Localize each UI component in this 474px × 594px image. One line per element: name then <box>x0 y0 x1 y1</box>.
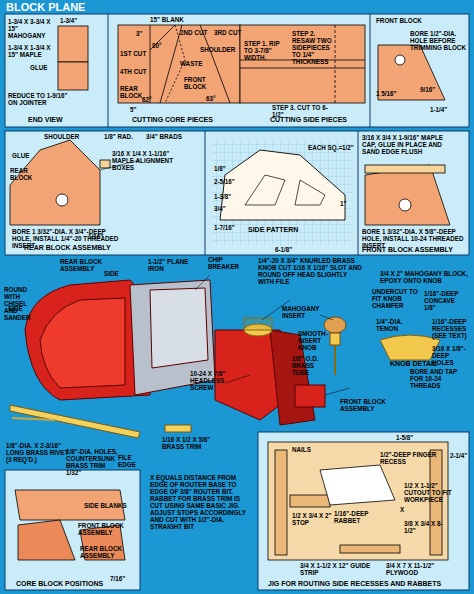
part-label: STEP 3. CUT TO 6-1/2" <box>272 104 330 118</box>
part-label: X EQUALS DISTANCE FROM EDGE OF ROUTER BA… <box>150 474 252 530</box>
part-label: 2ND CUT <box>180 29 212 36</box>
part-label: FRONT BLOCK ASSEMBLY <box>78 522 128 536</box>
panel-caption: SIDE PATTERN <box>248 226 308 234</box>
title: BLOCK PLANE <box>6 1 85 13</box>
part-label: FILE EDGE <box>118 454 146 468</box>
panel-caption: JIG FOR ROUTING SIDE RECESSES AND RABBET… <box>268 580 468 588</box>
part-label: SHOULDER <box>200 46 240 53</box>
part-label: CHIP BREAKER <box>208 256 246 270</box>
part-label: SHOULDER <box>44 133 86 140</box>
part-label: 1/8" <box>424 304 438 311</box>
part-label: 1/2 X 1-1/2" CUTOUT TO FIT WORKPIECE <box>404 482 454 503</box>
part-label: 1-3/4" <box>60 17 90 24</box>
panel-caption: REAR BLOCK ASSEMBLY <box>24 244 124 252</box>
part-label: BRASS TRIM 1/32" <box>66 462 110 476</box>
part-label: 3" <box>136 30 150 37</box>
part-label: SMOOTH-INSERT KNOB <box>298 330 330 351</box>
part-label: 7/16" <box>110 575 132 582</box>
part-label: 1/4"-DIA. TENON <box>376 318 416 332</box>
part-label: 1/2"-DEEP FINGER RECESS <box>380 451 440 465</box>
part-label: 2-1/4" <box>450 452 468 459</box>
part-label: 1/8" RAD. <box>104 133 138 140</box>
part-label: SIDE <box>8 305 28 312</box>
part-label: 1/2 X 3/4 X 2" STOP <box>292 512 342 526</box>
part-label: X <box>400 506 410 513</box>
panel-caption: END VIEW <box>28 116 88 124</box>
part-label: FRONT BLOCK <box>376 17 436 24</box>
part-label: ROUND WITH CHISEL AND SANDER <box>4 286 38 321</box>
part-label: FRONT BLOCK ASSEMBLY <box>340 398 400 412</box>
part-label: MAHOGANY INSERT <box>282 305 324 319</box>
panel-caption: KNOB DETAIL <box>390 360 440 368</box>
part-label: 1/8" <box>214 165 228 172</box>
part-label: 1-1/4" <box>430 106 454 113</box>
part-label: 1/16"-DEEP RABBET <box>334 510 370 524</box>
part-label: 1-3/4 X 1-3/4 X 15" MAPLE <box>8 44 56 58</box>
part-label: NAILS <box>292 446 314 453</box>
part-label: REAR BLOCK ASSEMBLY <box>80 545 130 559</box>
part-label: BORE 1/2"-DIA. HOLE BEFORE TRIMMING BLOC… <box>410 30 468 51</box>
part-label: STEP 2. RESAW TWO SIDEPIECES TO 1/4" THI… <box>292 30 336 65</box>
part-label: BORE AND TAP FOR 10-24 THREADS <box>410 368 470 389</box>
part-label: 90° <box>152 42 170 49</box>
part-label: 3/4 X 7 X 11-1/2" PLYWOOD <box>386 562 464 576</box>
part-label: 6-1/8" <box>275 246 305 253</box>
part-label: 1/8"-DIA. HOLES, COUNTERSUNK <box>66 448 126 462</box>
part-label: 3/16 X 1/4 X 1-1/16" MAPLE ALIGNMENT BOX… <box>112 150 188 171</box>
part-label: 3/8 X 3/4 X 8-1/2" <box>404 520 448 534</box>
part-label: REAR BLOCK <box>10 167 36 181</box>
part-label: 1" <box>340 200 352 207</box>
part-label: SIDE <box>104 270 124 277</box>
part-label: 15" BLANK <box>150 16 200 23</box>
part-label: 4TH CUT <box>120 68 148 75</box>
part-label: REAR BLOCK ASSEMBLY <box>60 258 130 272</box>
part-label: SIDE BLANKS <box>84 502 128 509</box>
part-label: BORE 1 3/32"-DIA. X 5/8"-DEEP HOLE, INST… <box>362 228 466 249</box>
panel-caption: FRONT BLOCK ASSEMBLY <box>362 246 462 254</box>
part-label: 3RD CUT <box>214 29 244 36</box>
part-label: 1/4"-20 X 3/4" KNURLED BRASS KNOB CUT 1/… <box>258 257 362 285</box>
part-label: 9/16" <box>420 86 442 93</box>
part-label: 1/16"-DEEP RECESSES (SEE TEXT) <box>432 318 472 339</box>
part-label: 1/16 X 1/2 X 5/8" BRASS TRIM <box>162 436 232 450</box>
part-label: 5" <box>130 106 140 113</box>
part-label: EACH SQ.=1/2" <box>308 144 354 151</box>
part-label: 1-3/4 X 3-3/4 X 15" MAHOGANY <box>8 18 56 39</box>
part-label: 63° <box>206 95 222 102</box>
part-label: 3/16 X 3/4 X 1-9/16" MAPLE CAP, GLUE IN … <box>362 134 456 155</box>
part-label: 1 5/16" <box>376 90 402 97</box>
part-label: 1-7/16" <box>214 224 240 231</box>
part-label: 3/4 X 1-1/2 X 12" GUIDE STRIP <box>300 562 390 576</box>
part-label: 3/16 X 1/8"-DEEP HOLES <box>432 345 470 366</box>
part-label: FRONT BLOCK <box>184 76 212 90</box>
part-label: WASTE <box>180 60 210 67</box>
part-label: 1-1/2" PLANE IRON <box>148 258 194 272</box>
part-label: REDUCE TO 1-9/16" ON JOINTER <box>8 92 68 106</box>
part-label: 3/4 X 2" MAHOGANY BLOCK, EPOXY ONTO KNOB <box>380 270 468 284</box>
part-label: 1ST CUT <box>120 50 148 57</box>
part-label: UNDERCUT TO FIT KNOB CHAMFER <box>372 288 422 309</box>
part-label: 1/8" O.D. BRASS TUBE <box>292 355 332 376</box>
part-label: 3/4" BRADS <box>146 133 192 140</box>
panel-caption: CORE BLOCK POSITIONS <box>16 580 116 588</box>
part-label: GLUE <box>30 64 52 71</box>
part-label: 2-5/16" <box>214 178 240 185</box>
part-label: 62° <box>142 96 158 103</box>
part-label: 1/16"-DEEP CONCAVE <box>424 290 470 304</box>
part-label: 1/16" <box>88 233 108 240</box>
part-label: 1/8"-DIA. X 2-3/16" LONG BRASS RIVET (3 … <box>6 442 72 463</box>
part-label: 10-24 X 7/8" HEADLESS SCREW <box>190 370 230 391</box>
part-label: GLUE <box>12 152 32 159</box>
panel-caption: CUTTING CORE PIECES <box>132 116 222 124</box>
part-label: 3/4" <box>214 205 230 212</box>
panel-caption: CUTTING SIDE PIECES <box>270 116 350 124</box>
part-label: 1-5/8" <box>396 434 420 441</box>
part-label: STEP 1. RIP TO 3-7/8" WIDTH. <box>244 40 288 61</box>
part-label: 1-3/8" <box>214 193 238 200</box>
